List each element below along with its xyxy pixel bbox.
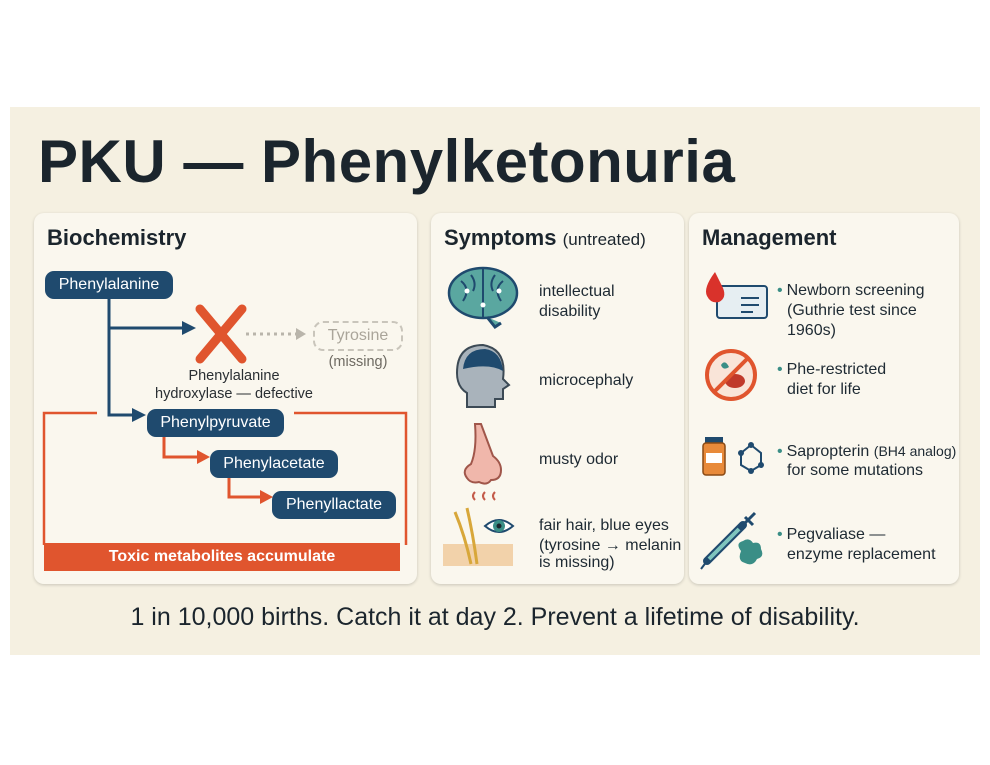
management-3-line1-text: Sapropterin: [786, 443, 870, 460]
nose-icon: [463, 423, 503, 501]
management-heading: Management: [702, 225, 837, 250]
brain-icon: [447, 266, 519, 330]
symptom-4-line1: fair hair, blue eyes: [539, 517, 669, 534]
poster: PKU — Phenylketonuria Biochemistry: [10, 107, 980, 655]
node-phenylacetate: Phenylacetate: [210, 450, 338, 478]
tyrosine-missing-label: (missing): [328, 354, 388, 370]
enzyme-label-line2: hydroxylase — defective: [155, 386, 313, 402]
management-2-line2: diet for life: [787, 381, 861, 398]
biochemistry-heading: Biochemistry: [47, 225, 187, 250]
syringe-enzyme-icon: [700, 511, 763, 570]
management-2-line1: •Phe-restricted: [777, 360, 886, 380]
no-protein-food-icon: [705, 349, 757, 401]
symptom-1-line1: intellectual: [539, 283, 615, 300]
biochemistry-card: Biochemistry Phenylalanine Ty: [34, 213, 417, 584]
medicine-molecule-icon: [702, 437, 764, 476]
management-4-line1: •Pegvaliase —: [777, 525, 885, 545]
blocked-x-icon: [195, 304, 247, 364]
symptom-1-line2: disability: [539, 303, 601, 320]
symptoms-heading-sub: (untreated): [562, 230, 646, 249]
management-3-line1: •Sapropterin (BH4 analog): [777, 441, 956, 462]
management-4-line2: enzyme replacement: [787, 546, 936, 563]
enzyme-label-line1: Phenylalanine: [188, 368, 280, 384]
node-phenyllactate: Phenyllactate: [272, 491, 396, 519]
management-1-line1: •Newborn screening: [777, 281, 924, 301]
bullet-icon: •: [777, 361, 783, 378]
symptoms-heading: Symptoms (untreated): [444, 225, 646, 251]
symptom-4-line2: (tyrosine → melanin: [539, 537, 682, 554]
bullet-icon: •: [777, 443, 783, 460]
symptom-4-line3: is missing): [539, 554, 615, 571]
node-phenylpyruvate: Phenylpyruvate: [147, 409, 284, 437]
management-3-line1-sub: (BH4 analog): [873, 443, 957, 459]
pathway-arrows: [42, 293, 408, 545]
node-tyrosine: Tyrosine: [313, 321, 403, 351]
node-phenylalanine: Phenylalanine: [45, 271, 173, 299]
symptoms-card: Symptoms (untreated) intellectual disabi…: [431, 213, 684, 584]
management-3-line2: for some mutations: [787, 462, 924, 479]
toxic-metabolites-banner: Toxic metabolites accumulate: [44, 543, 400, 571]
management-1-line1-text: Newborn screening: [786, 282, 925, 299]
footer-tagline: 1 in 10,000 births. Catch it at day 2. P…: [130, 603, 860, 631]
head-profile-icon: [455, 343, 511, 408]
bullet-icon: •: [777, 526, 783, 543]
symptoms-heading-main: Symptoms: [444, 225, 557, 250]
management-2-line1-text: Phe-restricted: [786, 361, 887, 378]
bullet-icon: •: [777, 282, 783, 299]
management-1-line2: (Guthrie test since 1960s): [787, 302, 917, 339]
management-card: Management •Newborn screening (Guthrie t…: [689, 213, 959, 584]
symptom-3-line1: musty odor: [539, 451, 619, 468]
page-title: PKU — Phenylketonuria: [38, 128, 736, 195]
symptom-2-line1: microcephaly: [539, 372, 634, 389]
management-4-line1-text: Pegvaliase —: [786, 526, 886, 543]
eye-hair-icon: [443, 507, 515, 566]
blood-drop-card-icon: [706, 272, 768, 319]
